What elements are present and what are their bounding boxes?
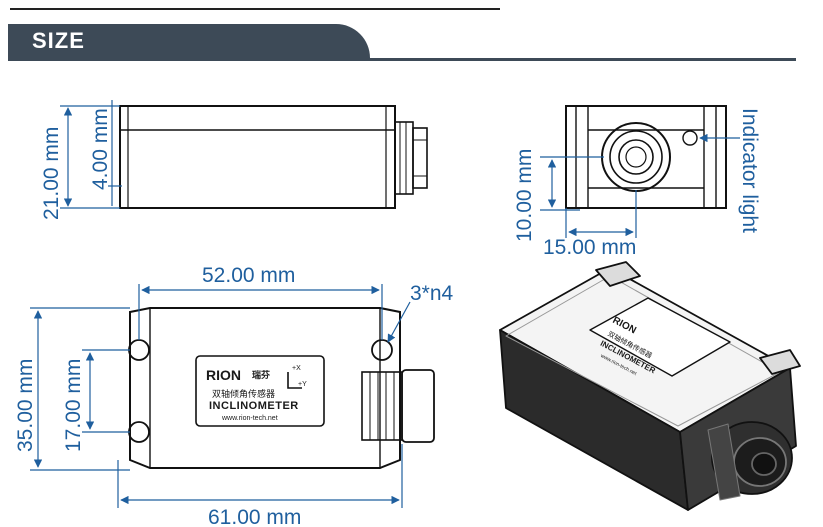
- front-dims: [540, 133, 740, 238]
- brand-logo: RION: [206, 367, 241, 383]
- section-header: SIZE: [8, 24, 370, 60]
- holes-label: 3*n4: [410, 282, 454, 305]
- section-title: SIZE: [32, 28, 85, 53]
- total-width-label: 61.00 mm: [208, 506, 301, 527]
- side-dims: [60, 100, 122, 209]
- indicator-light-label: Indicator light: [738, 108, 761, 233]
- axis-icon: [287, 372, 302, 389]
- top-rule: [10, 8, 500, 10]
- axis-y-label: +Y: [298, 381, 307, 388]
- top-dims: [30, 284, 411, 508]
- side-foot-label: 4.00 mm: [89, 108, 112, 190]
- chinese-product-name: 双轴倾角传感器: [212, 388, 275, 399]
- header-rule: [8, 58, 796, 61]
- top-view: [128, 307, 435, 469]
- front-width-label: 15.00 mm: [543, 236, 636, 259]
- side-height-label: 21.00 mm: [40, 127, 63, 220]
- hole-vertical-label: 17.00 mm: [62, 359, 85, 452]
- product-name: INCLINOMETER: [209, 400, 299, 412]
- isometric-view: [499, 261, 801, 511]
- front-height-label: 10.00 mm: [513, 149, 536, 242]
- axis-x-label: +X: [292, 365, 301, 372]
- total-height-label: 35.00 mm: [14, 359, 37, 452]
- product-url: www.rion-tech.net: [221, 415, 278, 422]
- side-view: [119, 105, 428, 209]
- brand-suffix: 瑞芬: [252, 369, 271, 380]
- hole-spacing-label: 52.00 mm: [202, 264, 295, 287]
